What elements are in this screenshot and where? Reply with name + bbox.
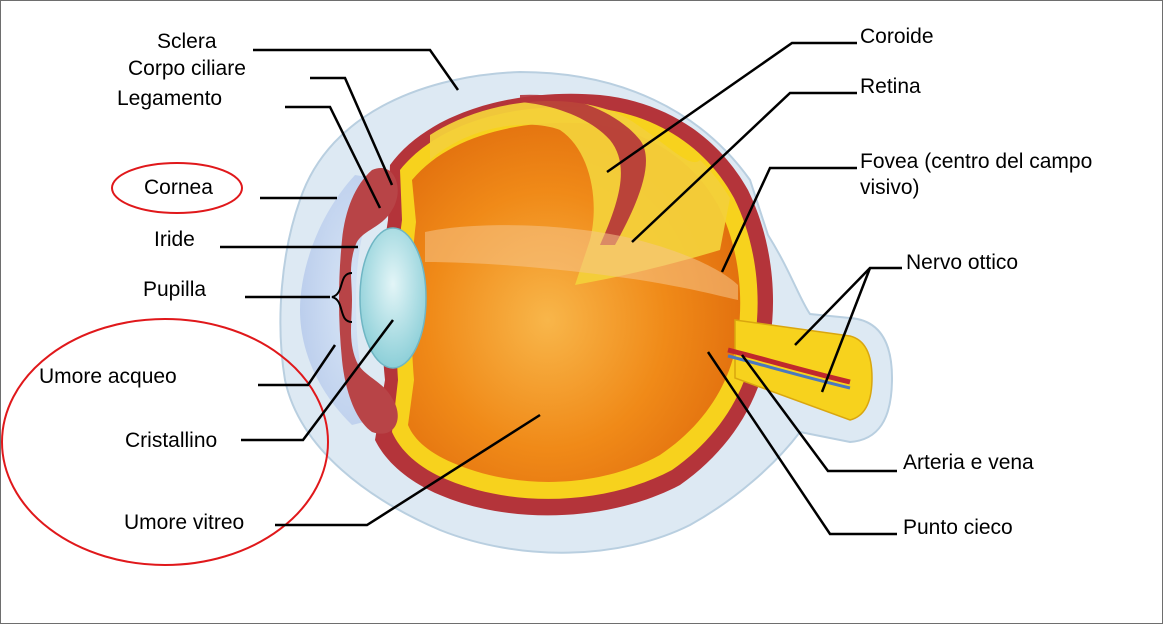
label-sclera: Sclera xyxy=(157,30,217,53)
label-nervo-ottico: Nervo ottico xyxy=(906,251,1019,274)
cornea-highlight-ellipse xyxy=(111,162,243,214)
label-iride: Iride xyxy=(154,228,195,251)
arteria-vena-leader xyxy=(740,354,897,473)
retina-leader xyxy=(631,91,857,243)
coroide-leader xyxy=(606,41,857,174)
cutaway-wall-shape xyxy=(430,101,730,285)
label-punto-cieco: Punto cieco xyxy=(903,516,1013,539)
punto-cieco-leader xyxy=(706,351,897,536)
label-cristallino: Cristallino xyxy=(125,429,218,452)
optic-vein-shape xyxy=(727,354,851,390)
label-retina: Retina xyxy=(860,75,921,98)
label-fovea-line1: Fovea (centro del campo xyxy=(860,150,1093,173)
label-coroide: Coroide xyxy=(860,25,934,48)
umore-vitreo-leader xyxy=(275,413,541,527)
cristallino-leader xyxy=(241,319,394,442)
umore-acqueo-leader xyxy=(258,344,337,387)
label-fovea-line2: visivo) xyxy=(860,176,920,199)
optic-vessels-shape xyxy=(727,347,851,385)
label-cornea: Cornea xyxy=(144,176,213,199)
lens-plane-shape xyxy=(425,225,738,300)
label-legamento: Legamento xyxy=(117,87,223,110)
legamento-leader xyxy=(285,105,382,209)
label-umore-acqueo: Umore acqueo xyxy=(39,365,177,388)
label-corpo-ciliare: Corpo ciliare xyxy=(128,57,246,80)
nervo-ottico-leader-2 xyxy=(820,267,872,393)
label-arteria-vena: Arteria e vena xyxy=(903,451,1034,474)
sclera-leader xyxy=(253,48,460,91)
lens-shape xyxy=(359,227,427,369)
label-umore-vitreo: Umore vitreo xyxy=(124,511,245,534)
label-pupilla: Pupilla xyxy=(143,278,207,301)
corpo-ciliare-leader xyxy=(310,76,394,186)
fovea-leader xyxy=(720,166,857,273)
cutaway-choroid-shape xyxy=(520,94,646,245)
pupilla-brace xyxy=(331,272,353,323)
humors-highlight-ellipse xyxy=(1,318,329,566)
ciliary-body-shape xyxy=(339,168,398,434)
